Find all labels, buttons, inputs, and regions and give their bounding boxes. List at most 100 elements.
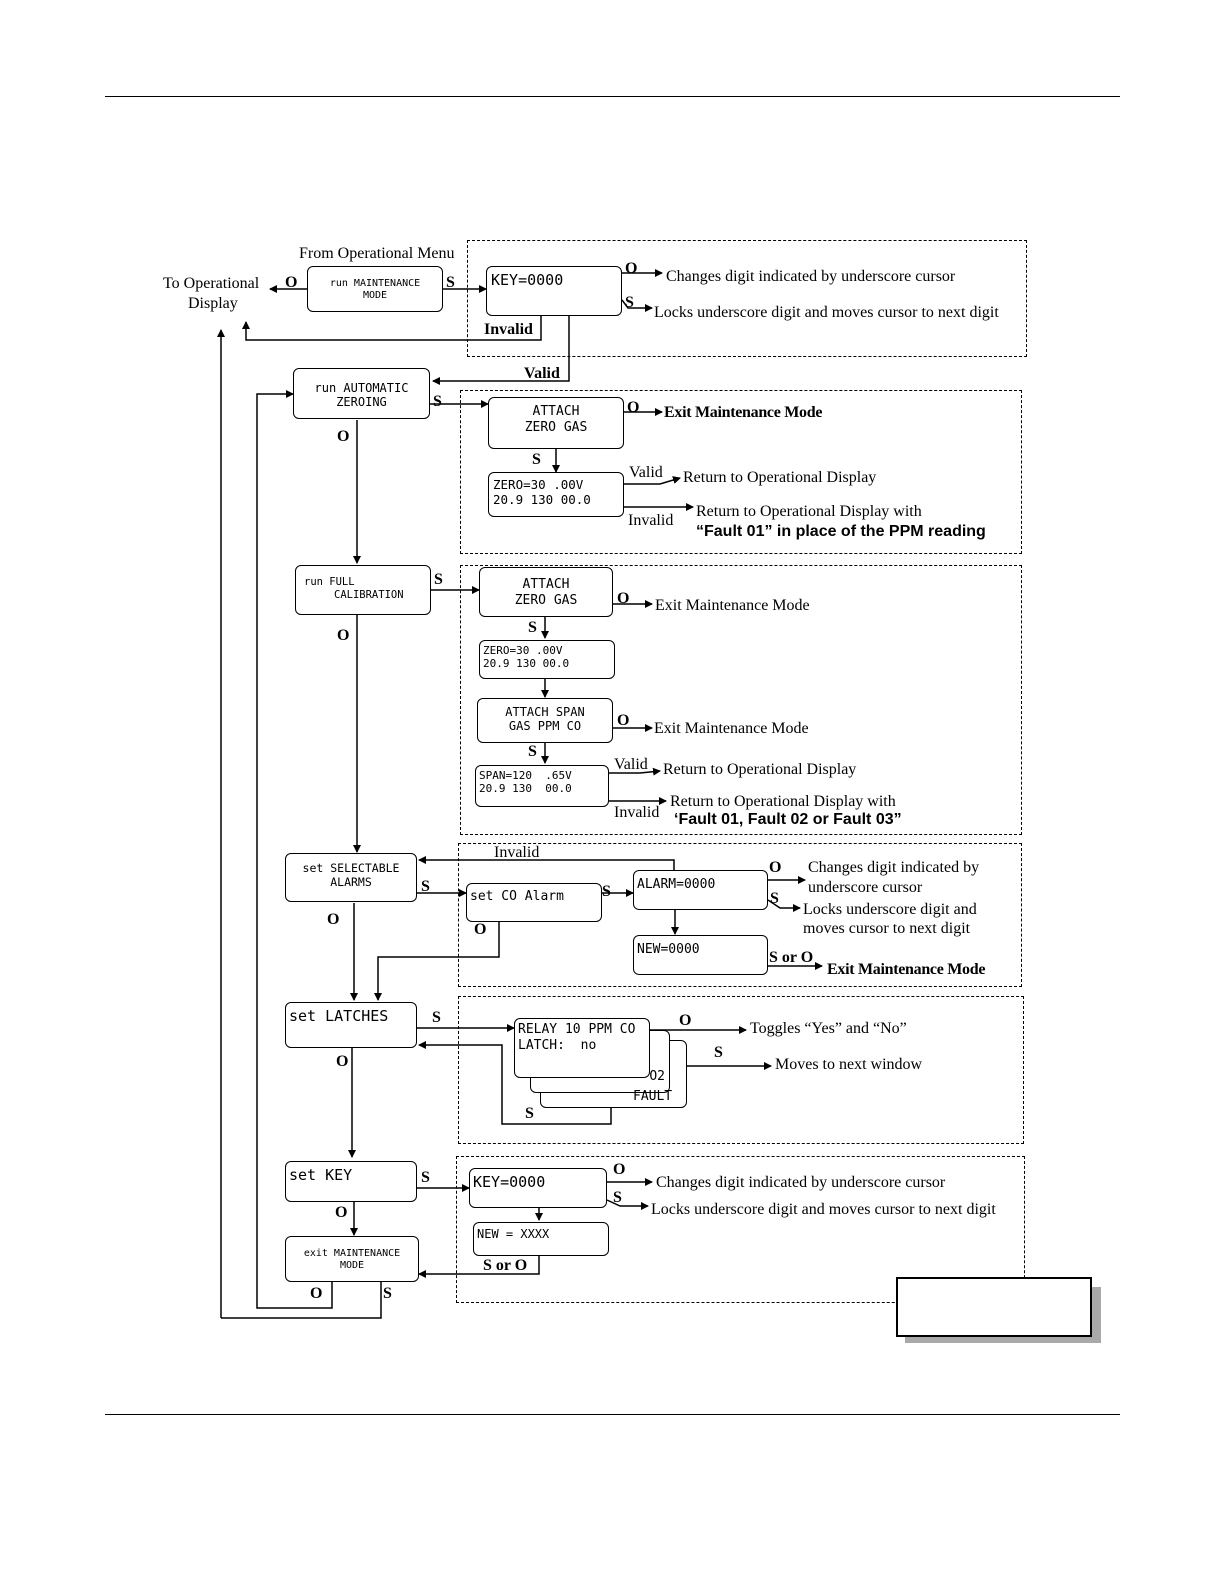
s-key-label: S: [528, 619, 537, 636]
fault-window-text: FAULT: [633, 1089, 673, 1104]
span-lcd-1: SPAN=120 .65V: [479, 769, 572, 782]
run-maintenance-mode-box: run MAINTENANCE MODE: [307, 266, 443, 312]
key-code-text: KEY=0000: [491, 271, 564, 289]
locks-digit-text: Locks underscore digit and moves cursor …: [651, 1201, 996, 1218]
set-latches-box: set LATCHES: [285, 1002, 417, 1048]
new-key-display: KEY=0000: [469, 1168, 607, 1208]
return-with-text: Return to Operational Display with: [696, 503, 922, 520]
o-key-label: O: [769, 859, 782, 876]
o-key-label: O: [613, 1161, 626, 1178]
fault-text: ‘Fault 01, Fault 02 or Fault 03”: [674, 811, 902, 828]
o-key-label: O: [310, 1285, 323, 1302]
zero-reading-display-2: ZERO=30 .00V 20.9 130 00.0: [479, 640, 615, 679]
attach-zero-gas-display: ATTACH ZERO GAS: [488, 397, 624, 449]
invalid-label: Invalid: [628, 512, 674, 529]
changes-digit-text: Changes digit indicated by underscore cu…: [666, 268, 956, 285]
to-display-label-2: Display: [188, 295, 238, 312]
az-line-1: run AUTOMATIC: [314, 381, 409, 395]
s-key-label: S: [602, 883, 611, 900]
s-key-label: S: [532, 451, 541, 468]
changes-digit-text: Changes digit indicated by underscore cu…: [656, 1174, 946, 1191]
s-key-label: S: [434, 571, 443, 588]
zero-lcd-1: ZERO=30 .00V: [493, 477, 584, 492]
s-key-label: S: [714, 1044, 723, 1061]
az-line-2: ZEROING: [336, 395, 387, 410]
sa-line-2: ALARMS: [330, 874, 372, 889]
span-reading-display: SPAN=120 .65V 20.9 130 00.0: [475, 765, 609, 807]
s-key-label: S: [432, 1009, 441, 1026]
run-automatic-zeroing-box: run AUTOMATIC ZEROING: [293, 368, 430, 419]
s-key-label: S: [421, 1169, 430, 1186]
o-key-label: O: [474, 921, 487, 938]
full-cal-section: [460, 565, 1022, 835]
changes-digit-text-2: underscore cursor: [808, 879, 923, 896]
span-lcd-2: 20.9 130 00.0: [479, 782, 572, 796]
s-or-o-label: S or O: [769, 949, 814, 966]
zero-reading-display: ZERO=30 .00V 20.9 130 00.0: [488, 472, 624, 517]
attach-span-gas-display: ATTACH SPAN GAS PPM CO: [477, 698, 613, 743]
o-key-label: O: [327, 911, 340, 928]
o-key-label: O: [335, 1204, 348, 1221]
toggles-text: Toggles “Yes” and “No”: [750, 1020, 907, 1037]
fc-line-2: CALIBRATION: [334, 588, 404, 601]
new-key-lcd-text: KEY=0000: [473, 1173, 546, 1191]
s-key-label: S: [525, 1105, 534, 1122]
sa-line-1: set SELECTABLE: [302, 861, 400, 875]
zero-lcd-2: 20.9 130 00.0: [493, 492, 591, 507]
footer-rule: [105, 1414, 1120, 1415]
exit-maintenance-text: Exit Maintenance Mode: [664, 404, 823, 421]
return-display-text: Return to Operational Display: [683, 469, 877, 486]
relay-latch-display: RELAY 10 PPM CO LATCH: no: [514, 1018, 650, 1078]
fc-line-1: run FULL: [304, 576, 355, 588]
span-attach-2: GAS PPM CO: [508, 719, 582, 734]
o-key-label: O: [617, 712, 630, 729]
o-key-label: O: [625, 260, 638, 277]
o-key-label: O: [617, 590, 630, 607]
fault-text: “Fault 01” in place of the PPM reading: [696, 523, 986, 540]
o2-text: O2: [649, 1069, 665, 1084]
span-attach-1: ATTACH SPAN: [505, 705, 585, 719]
auto-zero-section: [460, 390, 1022, 554]
return-with-text: Return to Operational Display with: [670, 793, 896, 810]
o-key-label: O: [336, 1053, 349, 1070]
latches-section: [458, 996, 1024, 1144]
o-key-label: O: [679, 1012, 692, 1029]
relay-line-1: RELAY 10 PPM CO: [518, 1022, 636, 1037]
key-entry-section: [467, 240, 1027, 357]
new-xxxx-text: NEW = XXXX: [477, 1227, 550, 1241]
s-key-label: S: [421, 878, 430, 895]
o-key-label: O: [337, 428, 350, 445]
attach-zero-gas-display-2: ATTACH ZERO GAS: [479, 567, 613, 617]
new-key-confirm-display: NEW = XXXX: [473, 1222, 609, 1256]
set-key-box: set KEY: [285, 1161, 417, 1202]
figure-label-box: [896, 1277, 1092, 1337]
attach-line-2: ZERO GAS: [524, 419, 588, 435]
o-key-label: O: [285, 274, 298, 291]
alarms-section: [458, 843, 1022, 987]
set-co-alarm-display: set CO Alarm: [466, 883, 602, 922]
set-key-section: [456, 1156, 1025, 1303]
changes-digit-text: Changes digit indicated by: [808, 859, 980, 876]
header-rule: [105, 96, 1120, 97]
new-alarm-display: NEW=0000: [633, 935, 768, 975]
fc-attach-2: ZERO GAS: [514, 592, 578, 608]
locks-digit-text: Locks underscore digit and: [803, 901, 977, 918]
new-alarm-lcd-text: NEW=0000: [637, 942, 700, 957]
exit-mm-line-1: exit MAINTENANCE: [303, 1248, 401, 1259]
moves-next-text: Moves to next window: [775, 1056, 923, 1073]
alarm-value-display: ALARM=0000: [633, 870, 768, 910]
s-or-o-label: S or O: [483, 1257, 528, 1274]
attach-line-1: ATTACH: [532, 404, 580, 419]
locks-digit-text: Locks underscore digit and moves cursor …: [654, 304, 999, 321]
s-key-label: S: [446, 274, 455, 291]
s-key-label: S: [383, 1285, 392, 1302]
fc-attach-1: ATTACH: [522, 577, 570, 592]
co-alarm-text: set CO Alarm: [470, 889, 564, 904]
mm-line-2: MODE: [362, 290, 388, 301]
to-display-label: To Operational: [163, 275, 260, 292]
alarm-lcd-text: ALARM=0000: [637, 877, 716, 892]
valid-label: Valid: [614, 756, 648, 773]
exit-maintenance-mode-box: exit MAINTENANCE MODE: [285, 1236, 419, 1282]
s-key-label: S: [770, 890, 779, 907]
